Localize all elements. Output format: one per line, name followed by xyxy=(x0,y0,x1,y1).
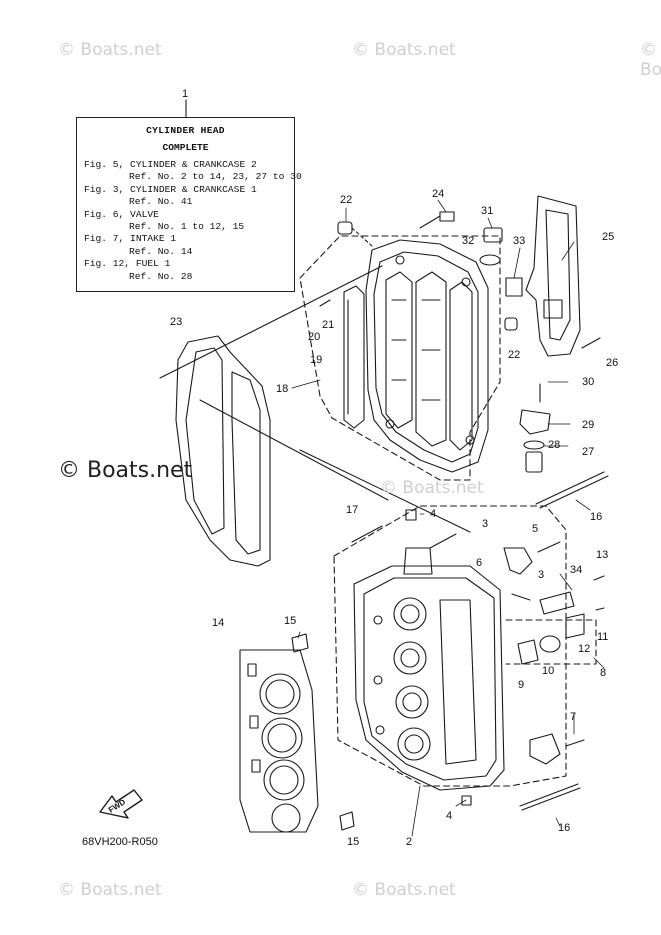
info-fig: Fig. 3, CYLINDER & CRANKCASE 1 xyxy=(84,183,257,195)
fwd-arrow-icon xyxy=(99,789,143,819)
callout: 10 xyxy=(542,665,554,677)
callout: 22 xyxy=(508,349,520,361)
callout: 3 xyxy=(538,569,544,581)
diagram-code: 68VH200-R050 xyxy=(82,836,158,848)
callout: 4 xyxy=(430,508,436,520)
callout: 9 xyxy=(518,679,524,691)
cylinder-head xyxy=(353,547,505,791)
callout: 28 xyxy=(548,439,560,451)
watermark-dark: © Boats.net xyxy=(58,458,193,483)
info-box-title: CYLINDER HEAD xyxy=(146,125,225,136)
bolt-13 xyxy=(593,575,605,581)
callout: 12 xyxy=(578,643,590,655)
part-33 xyxy=(505,277,523,297)
callout: 5 xyxy=(532,523,538,535)
sensor-12 xyxy=(565,613,585,639)
clamp-7 xyxy=(529,733,561,765)
part-10 xyxy=(539,635,561,653)
info-ref: Ref. No. 14 xyxy=(129,245,193,257)
callout: 29 xyxy=(582,419,594,431)
callout: 32 xyxy=(462,235,474,247)
part-9 xyxy=(517,639,539,665)
callout: 14 xyxy=(212,617,224,629)
callout: 1 xyxy=(182,88,188,100)
callout: 15 xyxy=(284,615,296,627)
watermark: © Boats.net xyxy=(58,880,162,900)
info-ref: Ref. No. 28 xyxy=(129,270,193,282)
callout: 6 xyxy=(476,557,482,569)
sensor-34 xyxy=(539,591,575,615)
callout: 15 xyxy=(347,836,359,848)
callout: 34 xyxy=(570,564,582,576)
dowel-15-bottom xyxy=(339,811,355,831)
callout: 26 xyxy=(606,357,618,369)
dowel-3 xyxy=(429,533,457,549)
callout: 23 xyxy=(170,316,182,328)
info-box: CYLINDER HEAD COMPLETE Fig. 5, CYLINDER … xyxy=(76,117,302,292)
info-fig: Fig. 7, INTAKE 1 xyxy=(84,233,177,245)
long-bolt-16-top xyxy=(535,471,605,505)
callout: 33 xyxy=(513,235,525,247)
fitting-27 xyxy=(525,451,543,473)
callout: 17 xyxy=(346,504,358,516)
sensor-29 xyxy=(519,409,551,435)
callout: 22 xyxy=(340,194,352,206)
clamp-6 xyxy=(503,547,533,575)
plug-22-top xyxy=(337,221,373,247)
dowel-15-top xyxy=(291,633,309,653)
o-ring-32 xyxy=(479,254,501,266)
callout: 19 xyxy=(310,354,322,366)
callout: 3 xyxy=(482,518,488,530)
watermark: © Boats.net xyxy=(352,880,456,900)
callout: 27 xyxy=(582,446,594,458)
watermark: © Boats.net xyxy=(640,40,661,80)
head-gasket-14 xyxy=(239,649,319,833)
bolt-17 xyxy=(351,525,383,543)
bolt-26 xyxy=(581,337,601,349)
callout: 7 xyxy=(570,711,576,723)
info-ref: Ref. No. 41 xyxy=(129,196,193,208)
bolt-20 xyxy=(319,299,331,307)
bolt-5 xyxy=(537,541,561,553)
cover-assembly-outline xyxy=(299,235,501,481)
callout: 18 xyxy=(276,383,288,395)
info-ref: Ref. No. 2 to 14, 23, 27 to 30 xyxy=(129,171,302,183)
watermark: © Boats.net xyxy=(352,40,456,60)
callout: 25 xyxy=(602,231,614,243)
info-fig: Fig. 5, CYLINDER & CRANKCASE 2 xyxy=(84,159,257,170)
cover-gasket xyxy=(343,285,365,429)
long-bolt-16-bottom xyxy=(519,783,579,807)
dowel-4-bottom xyxy=(461,795,472,806)
callout: 31 xyxy=(481,205,493,217)
callout: 20 xyxy=(308,331,320,343)
info-fig: Fig. 12, FUEL 1 xyxy=(84,258,171,270)
bolt-11 xyxy=(595,607,605,611)
callout: 11 xyxy=(597,631,608,643)
callout: 24 xyxy=(432,188,444,200)
callout: 16 xyxy=(590,511,602,523)
part-31 xyxy=(483,227,503,243)
callout: 4 xyxy=(446,810,452,822)
gasket-23 xyxy=(175,335,271,567)
bolt-24 xyxy=(419,211,455,229)
info-box-subtitle: COMPLETE xyxy=(162,142,209,153)
watermark: © Boats.net xyxy=(58,40,162,60)
callout: 21 xyxy=(322,319,334,331)
callout: 16 xyxy=(558,822,570,834)
watermark: © Boats.net xyxy=(380,478,484,498)
callout: 2 xyxy=(406,836,412,848)
dowel-4-top xyxy=(405,509,417,521)
washer-28 xyxy=(523,440,545,450)
valve-cover xyxy=(365,239,489,473)
info-fig: Fig. 6, VALVE xyxy=(84,208,159,220)
callout: 13 xyxy=(596,549,608,561)
callout: 30 xyxy=(582,376,594,388)
head-assembly-outline xyxy=(333,505,567,787)
info-ref: Ref. No. 1 to 12, 15 xyxy=(129,221,245,233)
plug-22-right xyxy=(504,317,518,331)
bracket-25 xyxy=(525,195,581,357)
callout: 8 xyxy=(600,667,606,679)
